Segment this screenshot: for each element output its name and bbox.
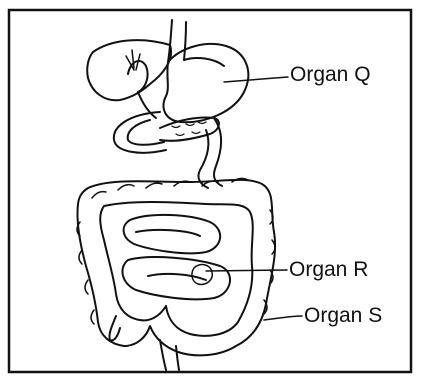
small-intestine-fold-2 <box>148 274 206 280</box>
organ-r-marker <box>192 265 212 285</box>
label-organ-r: Organ R <box>289 259 368 280</box>
leader-line-organ-r <box>206 270 287 271</box>
leader-line-organ-q <box>224 77 288 82</box>
pancreas <box>160 117 219 140</box>
pancreas-lobules <box>172 122 206 136</box>
rectum-right <box>176 346 179 370</box>
label-organ-s: Organ S <box>304 305 382 326</box>
esophagus-right <box>184 22 186 60</box>
stomach <box>164 44 249 122</box>
duodenum-outer <box>114 112 166 153</box>
leader-line-organ-s <box>264 316 302 320</box>
appendix <box>109 316 120 340</box>
small-intestine-coil-upper <box>124 215 221 253</box>
duodenum-inner <box>128 120 164 145</box>
liver-ducts <box>126 50 140 70</box>
label-organ-q: Organ Q <box>290 64 371 85</box>
small-intestine-coil-lower <box>122 257 230 299</box>
jejunum-left <box>198 130 208 188</box>
stomach-fundus-line <box>184 58 224 66</box>
small-intestine-fold-1 <box>136 230 200 236</box>
